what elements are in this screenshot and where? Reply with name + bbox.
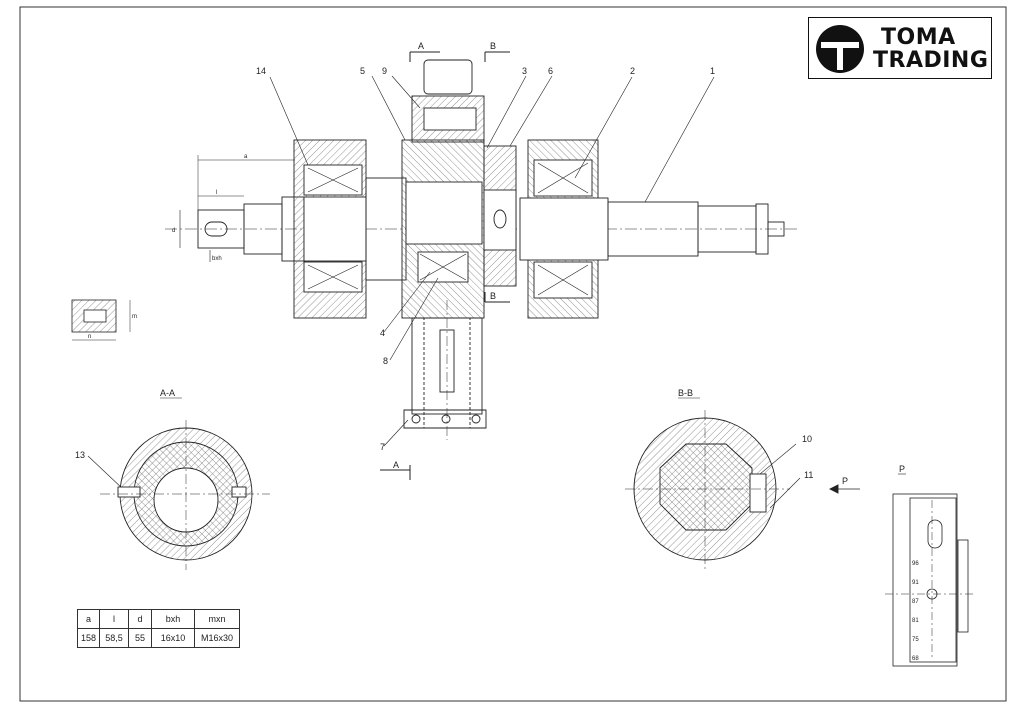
part-label-5: 5 bbox=[360, 66, 365, 76]
drawing-frame bbox=[19, 6, 1007, 702]
dim-label-d: d bbox=[172, 228, 175, 234]
table-header-cell: d bbox=[128, 609, 153, 629]
scale-label-68: 68 bbox=[912, 656, 919, 662]
table-header-cell: mxn bbox=[194, 609, 241, 629]
table-header-row: a l d bxh mxn bbox=[76, 609, 241, 629]
part-label-6: 6 bbox=[548, 66, 553, 76]
section-mark-b-top: B bbox=[490, 41, 496, 51]
scale-label-81: 81 bbox=[912, 618, 919, 624]
table-header-cell: bxh bbox=[151, 609, 196, 629]
section-mark-a-top: A bbox=[418, 41, 424, 51]
part-label-3: 3 bbox=[522, 66, 527, 76]
section-title-aa: A-A bbox=[160, 388, 175, 398]
leader-lines bbox=[87, 75, 801, 509]
view-arrow-p: P bbox=[842, 476, 848, 486]
logo-line-2: TRADING bbox=[873, 48, 989, 73]
section-aa-view bbox=[100, 420, 270, 570]
scale-label-91: 91 bbox=[912, 580, 919, 586]
part-label-11: 11 bbox=[804, 470, 813, 480]
table-cell: 58,5 bbox=[99, 628, 130, 648]
part-label-14: 14 bbox=[256, 66, 266, 76]
table-header-cell: a bbox=[76, 609, 101, 629]
part-label-8: 8 bbox=[383, 356, 388, 366]
logo-cross-icon bbox=[816, 25, 864, 73]
table-row: 158 58,5 55 16x10 M16x30 bbox=[76, 628, 241, 648]
section-marks bbox=[380, 51, 510, 480]
section-mark-a-bottom: A bbox=[393, 460, 399, 470]
section-title-bb: B-B bbox=[678, 388, 693, 398]
table-cell: 16x10 bbox=[151, 628, 196, 648]
main-assembly bbox=[165, 59, 800, 440]
part-label-1: 1 bbox=[710, 66, 715, 76]
part-label-9: 9 bbox=[382, 66, 387, 76]
dim-label-a: a bbox=[244, 154, 248, 160]
view-title-p: P bbox=[899, 464, 905, 474]
view-p-scale bbox=[885, 493, 975, 667]
company-logo: TOMA TRADING bbox=[808, 17, 992, 79]
section-bb-view bbox=[625, 410, 860, 570]
dim-label-l: l bbox=[216, 190, 217, 196]
scale-label-96: 96 bbox=[912, 561, 919, 567]
part-label-7: 7 bbox=[380, 442, 385, 452]
table-header-cell: l bbox=[99, 609, 130, 629]
section-mark-b-mid: B bbox=[490, 291, 496, 301]
part-label-10: 10 bbox=[802, 434, 812, 444]
dim-label-m: m bbox=[132, 314, 137, 320]
detail-bolt-hole bbox=[71, 299, 131, 341]
scale-label-87: 87 bbox=[912, 599, 919, 605]
logo-line-1: TOMA bbox=[881, 25, 956, 50]
table-cell: 55 bbox=[128, 628, 153, 648]
dim-label-n: n bbox=[88, 334, 91, 340]
table-cell: M16x30 bbox=[194, 628, 241, 648]
part-label-2: 2 bbox=[630, 66, 635, 76]
dimension-table: a l d bxh mxn 158 58,5 55 16x10 M16x30 bbox=[76, 609, 241, 648]
table-cell: 158 bbox=[76, 628, 101, 648]
part-label-13: 13 bbox=[75, 450, 85, 460]
dim-label-bxh: bxh bbox=[212, 256, 222, 262]
part-label-4: 4 bbox=[380, 328, 385, 338]
scale-label-75: 75 bbox=[912, 637, 919, 643]
